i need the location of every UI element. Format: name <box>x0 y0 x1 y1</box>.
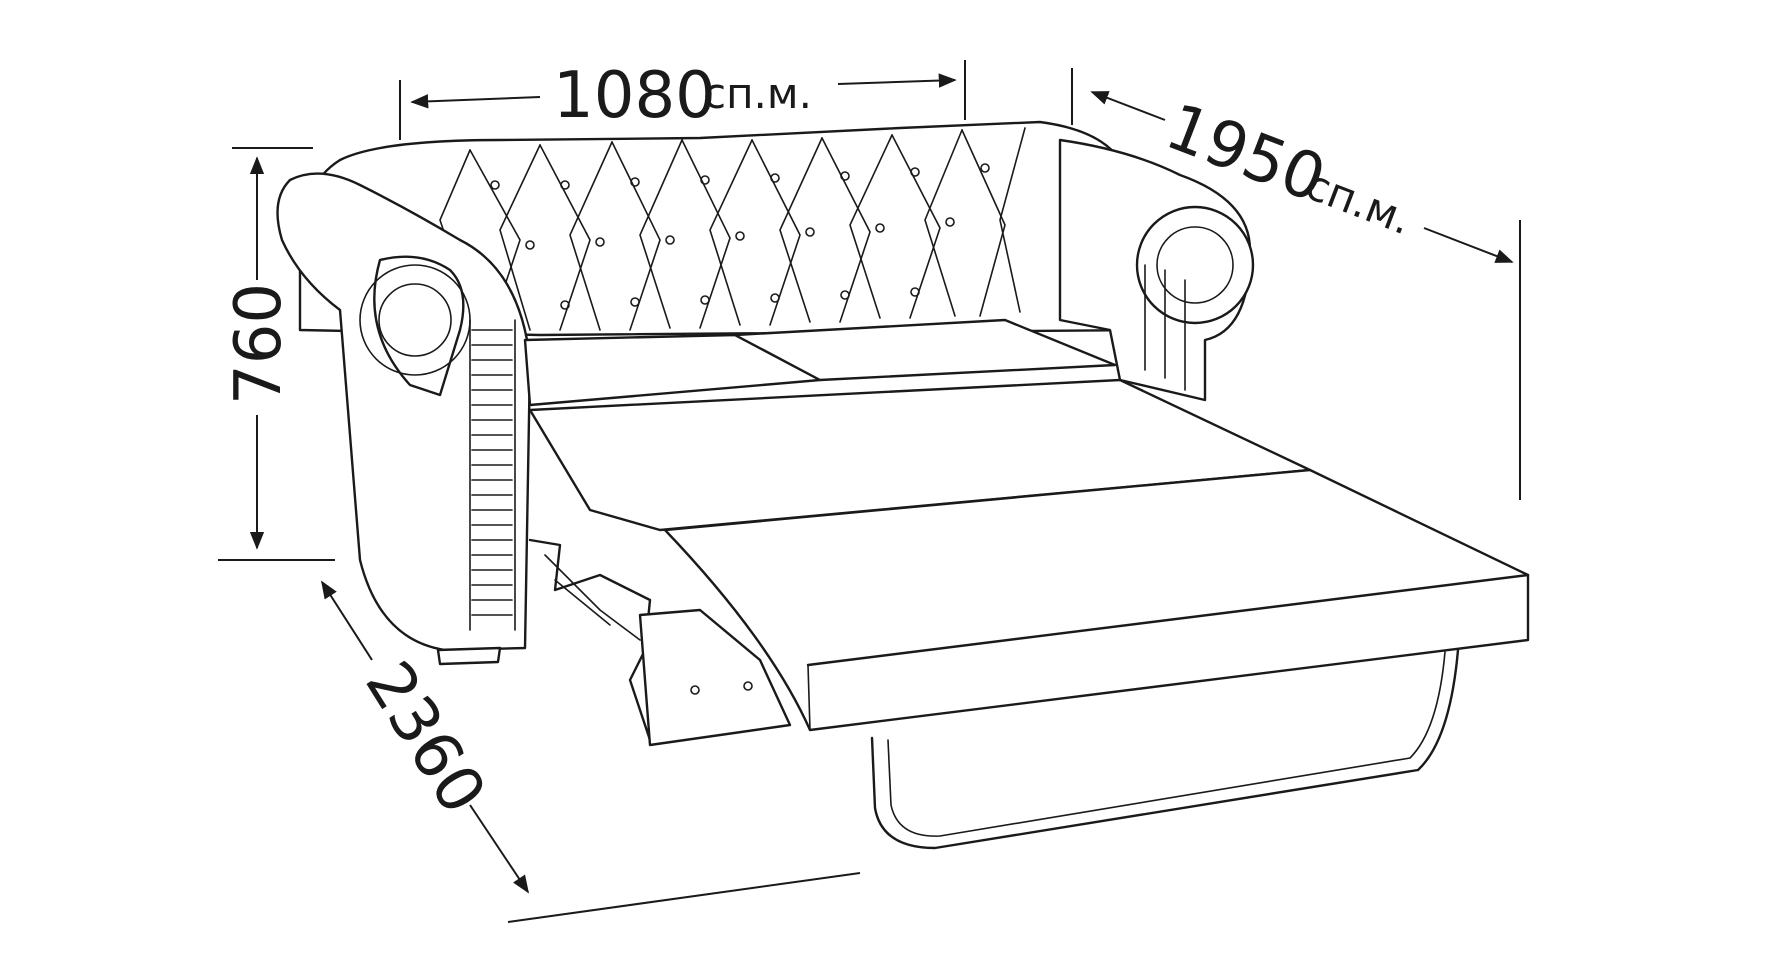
depth-value: 2360 <box>350 649 499 826</box>
mechanism <box>528 538 782 742</box>
left-arm <box>276 172 532 652</box>
dimension-lines <box>218 60 1521 923</box>
width-value: 1080 <box>553 59 716 133</box>
seat-cushion-right <box>733 318 1117 382</box>
sofa-outline <box>276 120 1530 850</box>
metal-frame <box>870 648 1460 850</box>
width-suffix: сп.м. <box>703 69 812 118</box>
tufting <box>439 127 1026 331</box>
length-suffix: сп.м. <box>1299 160 1418 245</box>
front-foot <box>436 646 502 666</box>
mattress-front <box>663 468 1530 732</box>
arm-pleats <box>469 319 516 631</box>
height-value: 760 <box>222 283 296 405</box>
